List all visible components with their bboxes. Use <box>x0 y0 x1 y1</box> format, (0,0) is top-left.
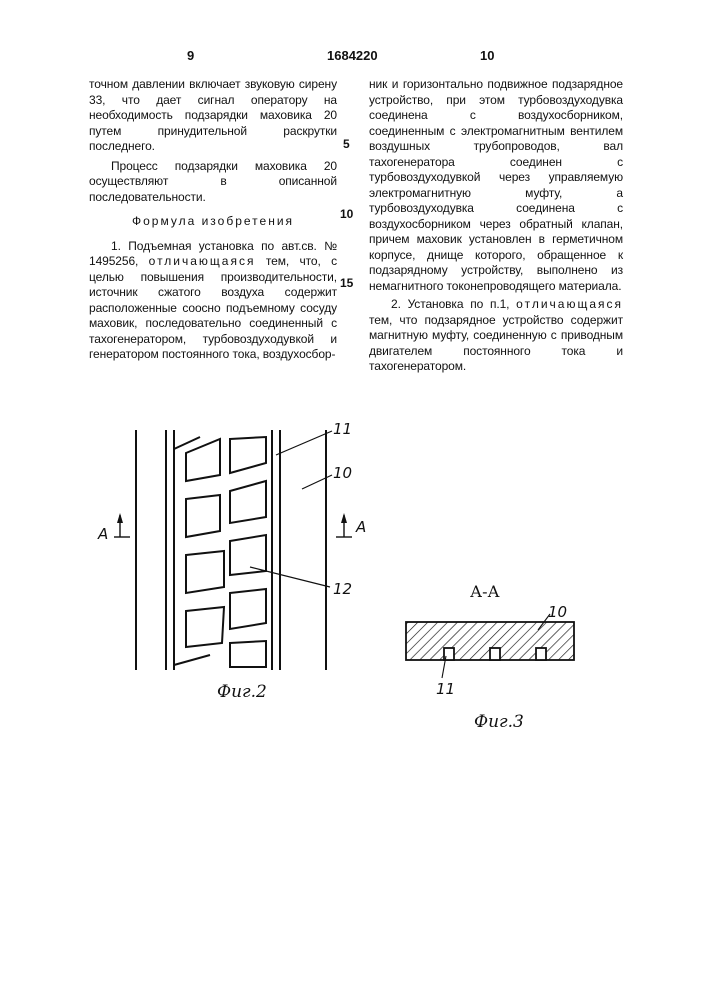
claim-2-start: 2. Установка по п.1, <box>391 297 509 311</box>
figure-2-caption: Фиг.2 <box>217 682 267 702</box>
fig2-leader-10 <box>302 475 332 489</box>
fig2-label-11: 11 <box>333 420 352 438</box>
paragraph-charging-process: Процесс подзарядки маховика 20 осуществл… <box>89 159 337 206</box>
fig2-section-label-right: A <box>356 518 366 536</box>
page-number-right: 10 <box>480 48 494 63</box>
claim-1-rest: тем, что, с целью повышения производител… <box>89 254 337 361</box>
claim-2-rest: тем, что подзарядное устройство содержит… <box>369 313 623 374</box>
fig3-groove <box>536 648 546 660</box>
fig2-label-10: 10 <box>333 464 352 482</box>
figure-3-section-title: А-А <box>470 582 500 601</box>
paragraph-claim-1-continued: ник и горизонтально подвижное подзарядно… <box>369 77 623 294</box>
fig3-label-10: 10 <box>548 603 567 621</box>
line-number-10: 10 <box>340 207 353 221</box>
fig2-leader-11 <box>276 431 332 455</box>
paragraph-siren: точном давлении включает звуковую сирену… <box>89 77 337 155</box>
patent-number: 1684220 <box>327 48 378 63</box>
claim-2-text: 2. Установка по п.1, отличающаяся тем, ч… <box>369 297 623 375</box>
fig2-leader-12 <box>250 567 330 587</box>
fig3-groove <box>490 648 500 660</box>
fig2-label-12: 12 <box>333 580 352 598</box>
line-number-15: 15 <box>340 276 353 290</box>
figure-2-drawing <box>90 415 370 715</box>
fig3-label-11: 11 <box>436 680 455 698</box>
claim-2-distinguishing: отличающаяся <box>516 297 623 311</box>
page-number-left: 9 <box>187 48 194 63</box>
fig2-section-arrow-left <box>117 513 123 523</box>
figure-3-caption: Фиг.3 <box>474 712 524 732</box>
claim-1-distinguishing: отличающаяся <box>149 254 256 268</box>
line-number-5: 5 <box>343 137 350 151</box>
right-column: ник и горизонтально подвижное подзарядно… <box>369 77 623 375</box>
fig2-section-arrow-right <box>341 513 347 523</box>
left-column: точном давлении включает звуковую сирену… <box>89 77 337 363</box>
claim-1-text: 1. Подъемная установка по авт.св. № 1495… <box>89 239 337 363</box>
fig2-section-label-left: A <box>98 525 108 543</box>
claims-heading: Формула изобретения <box>89 214 337 230</box>
